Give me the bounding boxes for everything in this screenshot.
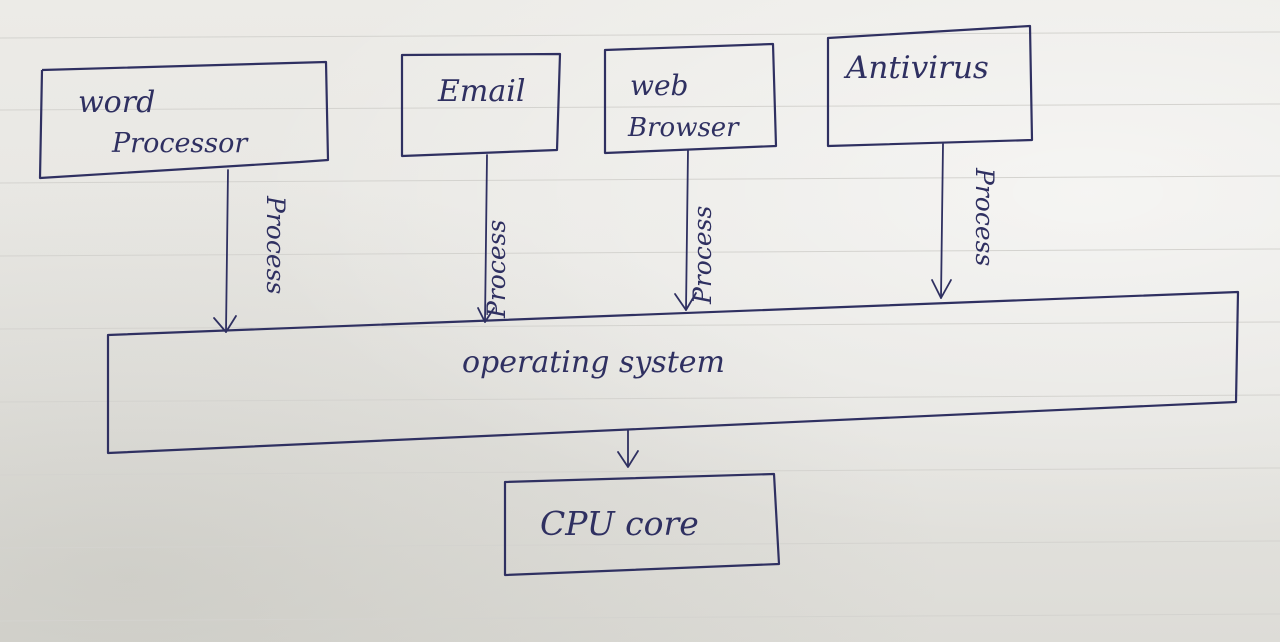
program-box-web-browser: web Browser [603,42,778,155]
web-browser-label-line2: Browser [627,113,740,143]
word-processor-label-line2: Processor [111,128,249,159]
cpu-core-label: CPU core [540,504,699,543]
process-label-1: Process [261,195,290,294]
program-box-email: Email [400,52,562,158]
antivirus-label: Antivirus [843,50,989,86]
web-browser-label-line1: web [630,69,688,102]
operating-system-box: operating system [106,290,1240,455]
os-to-cpu-arrow [617,429,639,468]
operating-system-label: operating system [462,345,725,380]
process-arrow-4: Process [931,143,999,299]
process-arrow-1: Process [213,169,290,333]
program-box-antivirus: Antivirus [826,24,1034,148]
process-label-4: Process [970,167,999,266]
process-label-2: Process [482,220,511,319]
email-label: Email [437,74,525,109]
process-arrow-2: Process [477,154,511,323]
ruled-lines [0,31,1280,622]
cpu-core-box: CPU core [503,472,781,577]
word-processor-label-line1: word [78,85,155,120]
process-label-3: Process [688,206,717,305]
program-box-word-processor: word Processor [38,60,330,180]
process-arrow-3: Process [674,149,717,311]
